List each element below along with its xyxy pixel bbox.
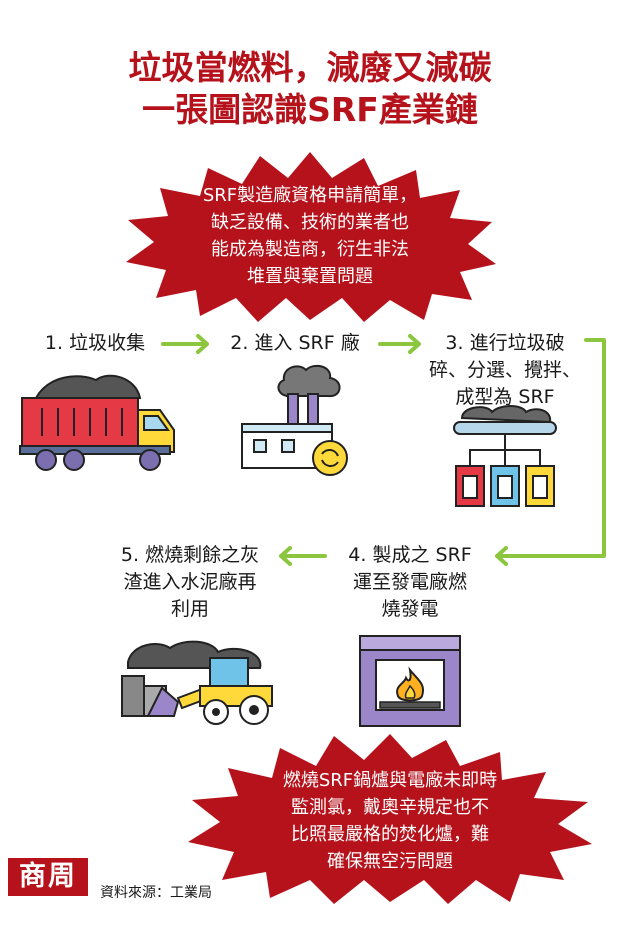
warning-burst-bottom xyxy=(188,734,592,904)
step-2-label: 2. 進入 SRF 廠 xyxy=(210,330,380,357)
step-5-label: 5. 燃燒剩餘之灰 渣進入水泥廠再 利用 xyxy=(95,542,285,623)
bulldozer-icon xyxy=(121,640,273,725)
arrow-3-to-4 xyxy=(496,338,606,558)
step-3-line: 碎、分選、攪拌、 xyxy=(428,359,581,381)
warning-top-line: 能成為製造商，衍生非法 xyxy=(211,239,409,260)
warning-top-line: 堆置與棄置問題 xyxy=(247,266,373,287)
step-5-line: 渣進入水泥廠再 xyxy=(123,571,257,593)
step-5-line: 利用 xyxy=(170,598,209,620)
sorting-machine-icon xyxy=(453,405,557,507)
source-credit: 資料來源：工業局 xyxy=(100,885,212,901)
step-4-line: 4. 製成之 SRF xyxy=(348,544,472,566)
step-4-line: 運至發電廠燃 xyxy=(352,571,467,593)
step-3-label: 3. 進行垃圾破 碎、分選、攪拌、 成型為 SRF xyxy=(410,330,600,411)
warning-top-text: SRF製造廠資格申請簡單， 缺乏設備、技術的業者也 能成為製造商，衍生非法 堆置… xyxy=(130,182,490,290)
warning-bottom-line: 比照最嚴格的焚化爐，難 xyxy=(291,824,489,845)
warning-bottom-line: 確保無空污問題 xyxy=(327,851,453,872)
warning-top-line: SRF製造廠資格申請簡單， xyxy=(202,185,418,206)
warning-bottom-text: 燃燒SRF鍋爐與電廠未即時 監測氯，戴奧辛規定也不 比照最嚴格的焚化爐，難 確保… xyxy=(214,767,566,875)
step-3-line: 3. 進行垃圾破 xyxy=(445,332,565,354)
step-1-label: 1. 垃圾收集 xyxy=(20,330,170,357)
arrow-2-to-3-head xyxy=(408,334,421,354)
title-line-1: 垃圾當燃料，減廢又減碳 xyxy=(128,48,492,87)
title-line-2: 一張圖認識SRF產業鏈 xyxy=(142,90,478,129)
step-2-line: 2. 進入 SRF 廠 xyxy=(230,332,360,354)
dump-truck-icon xyxy=(19,374,175,471)
warning-top-line: 缺乏設備、技術的業者也 xyxy=(211,212,409,233)
step-5-line: 5. 燃燒剩餘之灰 xyxy=(120,544,260,566)
factory-icon xyxy=(241,364,348,476)
step-3-line: 成型為 SRF xyxy=(455,386,555,408)
step-4-label: 4. 製成之 SRF 運至發電廠燃 燒發電 xyxy=(325,542,495,623)
furnace-icon xyxy=(359,635,461,727)
arrow-4-to-5-head xyxy=(279,546,292,566)
warning-bottom-line: 燃燒SRF鍋爐與電廠未即時 xyxy=(282,770,498,791)
warning-bottom-line: 監測氯，戴奧辛規定也不 xyxy=(291,797,489,818)
arrow-1-to-2-head xyxy=(196,334,209,354)
publisher-logo: 商周 xyxy=(8,858,88,896)
arrow-3-to-4-head xyxy=(495,546,508,566)
warning-burst-top xyxy=(126,152,496,322)
step-4-line: 燒發電 xyxy=(381,598,439,620)
step-1-line: 1. 垃圾收集 xyxy=(44,332,146,354)
